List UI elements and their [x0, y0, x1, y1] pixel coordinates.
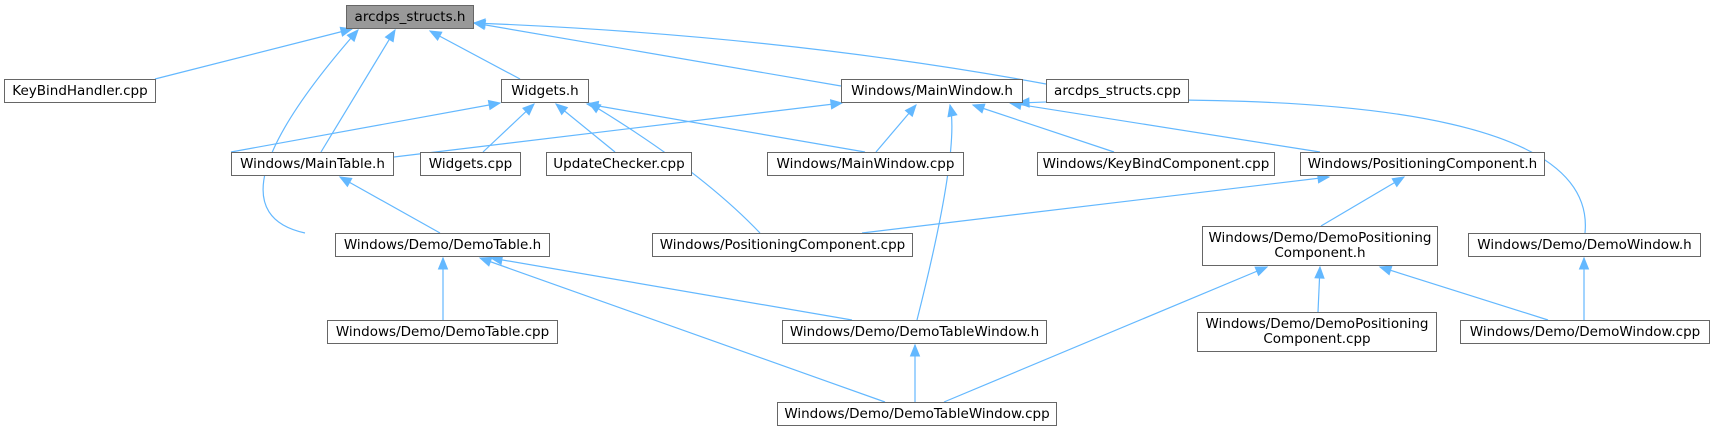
- edge-demotable_cpp-to-demotable_h: [437, 256, 449, 320]
- edge-keybindcomp_cpp-to-mainwindow_h: [971, 103, 1115, 153]
- edge-line: [555, 103, 616, 153]
- edge-line: [479, 257, 886, 403]
- edge-demotablewindow_cpp-to-demotable_h: [478, 256, 886, 403]
- node-updatechecker-cpp[interactable]: UpdateChecker.cpp: [546, 152, 692, 176]
- edge-line: [916, 104, 953, 321]
- edge-mainwindow_cpp-to-widgets_h: [585, 100, 866, 153]
- edge-widgets_cpp-to-widgets_h: [482, 103, 535, 153]
- arrowhead-icon: [384, 28, 396, 43]
- edge-widgets_h-to-arcdps_structs_h: [428, 30, 521, 80]
- node-widgets-cpp[interactable]: Widgets.cpp: [420, 152, 521, 176]
- edge-demopositioning_h-to-positioning_h: [1320, 176, 1406, 227]
- node-demopositioningcomponent-h[interactable]: Windows/Demo/DemoPositioning Component.h: [1202, 226, 1438, 266]
- edge-line: [320, 29, 396, 153]
- edge-maintable_h-to-mainwindow_h: [393, 99, 844, 158]
- edge-line: [230, 102, 501, 153]
- arrowhead-icon: [428, 30, 443, 42]
- arrowhead-icon: [1578, 256, 1590, 270]
- node-demotable-cpp[interactable]: Windows/Demo/DemoTable.cpp: [327, 320, 558, 344]
- node-demotablewindow-h[interactable]: Windows/Demo/DemoTableWindow.h: [782, 320, 1047, 344]
- arrowhead-icon: [971, 103, 986, 114]
- edge-keybindhandler_cpp-to-arcdps_structs_h: [154, 26, 354, 80]
- edge-line: [1379, 266, 1549, 321]
- arrowhead-icon: [338, 176, 353, 188]
- edge-line: [339, 176, 441, 234]
- edge-line: [429, 30, 521, 80]
- edge-demowindow_cpp-to-demopositioning_h: [1378, 265, 1549, 321]
- node-demowindow-cpp[interactable]: Windows/Demo/DemoWindow.cpp: [1460, 320, 1710, 344]
- arrowhead-icon: [437, 256, 449, 270]
- node-widgets-h[interactable]: Widgets.h: [501, 79, 589, 103]
- node-demotable-h[interactable]: Windows/Demo/DemoTable.h: [335, 233, 550, 257]
- arrowhead-icon: [472, 18, 486, 29]
- arrowhead-icon: [1016, 97, 1030, 108]
- edge-line: [1320, 176, 1405, 227]
- arrowhead-icon: [947, 103, 958, 118]
- node-mainwindow-h[interactable]: Windows/MainWindow.h: [841, 79, 1023, 103]
- arrowhead-icon: [587, 102, 602, 114]
- edge-mainwindow_h-to-arcdps_structs_h: [472, 19, 842, 87]
- arrowhead-icon: [554, 103, 569, 116]
- node-keybindhandler-cpp[interactable]: KeyBindHandler.cpp: [4, 79, 156, 103]
- arrowhead-icon: [1391, 176, 1406, 188]
- edge-line: [943, 266, 1268, 403]
- arrowhead-icon: [1254, 266, 1269, 277]
- arrowhead-icon: [522, 103, 535, 116]
- edge-line: [154, 28, 353, 80]
- edge-demotablewindow_cpp-to-demotablewindow_h: [909, 343, 921, 402]
- node-maintable-h[interactable]: Windows/MainTable.h: [231, 152, 394, 176]
- edge-line: [490, 257, 853, 321]
- edge-positioning_cpp-to-positioning_h: [861, 173, 1331, 234]
- edge-line: [473, 22, 1047, 85]
- edge-demotablewindow_cpp-to-demopositioning_h: [943, 266, 1269, 403]
- edge-updatechecker_cpp-to-widgets_h: [554, 103, 616, 153]
- arrowhead-icon: [1378, 265, 1393, 276]
- edge-demotablewindow_h-to-mainwindow_h: [916, 103, 958, 321]
- edge-maintable_h-to-widgets_h: [230, 99, 502, 153]
- edge-line: [861, 176, 1330, 234]
- arrowhead-icon: [346, 29, 359, 43]
- edge-demopositioning_cpp-to-demopositioning_h: [1314, 265, 1325, 313]
- node-mainwindow-cpp[interactable]: Windows/MainWindow.cpp: [767, 152, 964, 176]
- node-positioningcomponent-cpp[interactable]: Windows/PositioningComponent.cpp: [652, 233, 913, 257]
- node-demowindow-h[interactable]: Windows/Demo/DemoWindow.h: [1468, 233, 1701, 257]
- edge-line: [473, 22, 842, 87]
- edge-mainwindow_cpp-to-mainwindow_h: [875, 103, 917, 153]
- node-demotablewindow-cpp[interactable]: Windows/Demo/DemoTableWindow.cpp: [777, 402, 1057, 426]
- edge-arcdps_structs_cpp-to-arcdps_structs_h: [472, 18, 1047, 85]
- node-demopositioningcomponent-cpp[interactable]: Windows/Demo/DemoPositioning Component.c…: [1197, 312, 1437, 352]
- node-keybindcomponent-cpp[interactable]: Windows/KeyBindComponent.cpp: [1037, 152, 1275, 176]
- edge-line: [1009, 102, 1321, 153]
- edge-demowindow_cpp-to-demowindow_h: [1578, 256, 1590, 320]
- edge-line: [482, 103, 535, 153]
- edge-positioning_h-to-mainwindow_h: [1008, 99, 1321, 153]
- node-arcdps-structs-cpp[interactable]: arcdps_structs.cpp: [1046, 79, 1189, 103]
- edge-maintable_h-to-arcdps_structs_h: [320, 28, 396, 153]
- arrowhead-icon: [904, 103, 917, 118]
- arrowhead-icon: [478, 256, 493, 267]
- edge-demotablewindow_h-to-demotable_h: [489, 254, 853, 321]
- arrowhead-icon: [487, 99, 502, 111]
- node-positioningcomponent-h[interactable]: Windows/PositioningComponent.h: [1300, 152, 1545, 176]
- edge-line: [586, 103, 866, 153]
- node-arcdps-structs-h: arcdps_structs.h: [346, 5, 474, 29]
- edge-line: [393, 102, 843, 158]
- arrowhead-icon: [909, 343, 921, 357]
- edge-demotable_h-to-maintable_h: [338, 176, 441, 234]
- arrowhead-icon: [1314, 265, 1325, 279]
- arrowhead-icon: [829, 99, 844, 110]
- edge-line: [972, 104, 1115, 153]
